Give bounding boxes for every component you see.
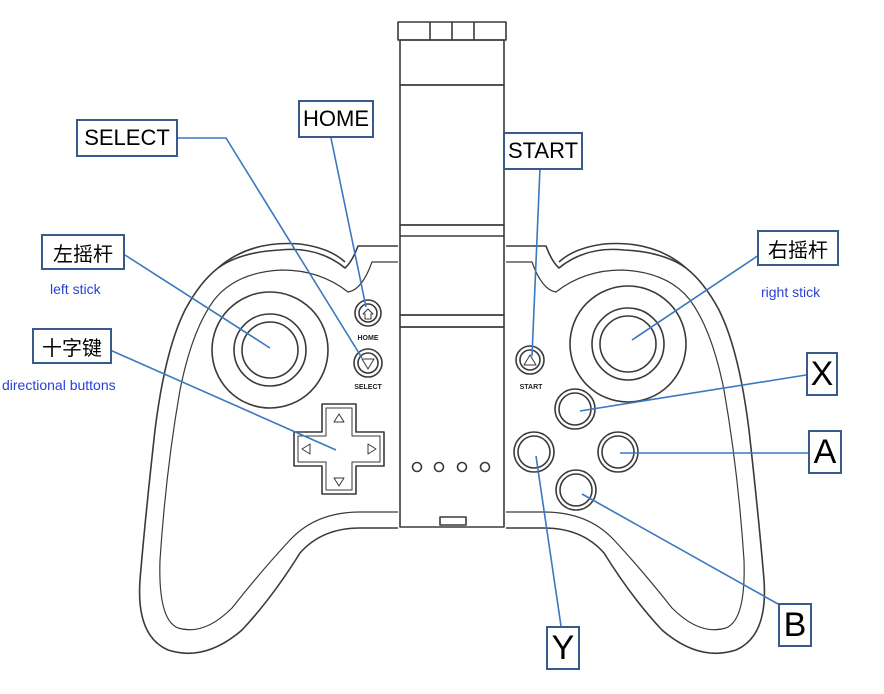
- label-y: Y: [546, 626, 580, 670]
- dpad-right-arrow-icon: [367, 443, 377, 455]
- controller-inner-outline: [159, 261, 745, 631]
- leader-right-stick: [631, 252, 763, 341]
- right-bumper[interactable]: [558, 242, 687, 269]
- label-right-stick: 右摇杆: [757, 230, 839, 266]
- home-icon: [362, 308, 374, 320]
- dpad[interactable]: [293, 403, 385, 495]
- triangle-down-icon: [361, 358, 375, 370]
- home-button[interactable]: [354, 299, 382, 327]
- leader-home: [330, 137, 367, 308]
- left-bumper[interactable]: [217, 242, 346, 269]
- left-stick[interactable]: [211, 291, 329, 409]
- leader-y: [535, 455, 562, 627]
- dpad-up-arrow-icon: [333, 413, 345, 423]
- b-button[interactable]: [555, 469, 597, 511]
- led-indicators: [411, 461, 491, 473]
- label-dpad-en: directional buttons: [2, 377, 116, 393]
- dpad-left-arrow-icon: [301, 443, 311, 455]
- label-home: HOME: [298, 100, 374, 138]
- select-button[interactable]: [353, 348, 383, 378]
- leader-start: [531, 167, 541, 357]
- controller-body: [138, 245, 766, 655]
- label-dpad: 十字键: [32, 328, 112, 364]
- label-right-stick-en: right stick: [761, 284, 821, 300]
- dpad-down-arrow-icon: [333, 477, 345, 487]
- label-left-stick: 左摇杆: [41, 234, 125, 270]
- phone-clamp: [397, 21, 507, 528]
- start-device-text: START: [520, 384, 544, 391]
- triangle-up-icon: [523, 354, 537, 366]
- right-stick[interactable]: [569, 285, 687, 403]
- leader-b: [581, 493, 779, 605]
- label-a: A: [808, 430, 842, 474]
- label-select: SELECT: [76, 119, 178, 157]
- a-button[interactable]: [597, 431, 639, 473]
- label-start: START: [503, 132, 583, 170]
- label-left-stick-en: left stick: [50, 281, 101, 297]
- leader-left-stick: [124, 254, 271, 349]
- y-button[interactable]: [513, 431, 555, 473]
- leader-x: [579, 374, 807, 412]
- start-button[interactable]: [515, 345, 545, 375]
- label-b: B: [778, 603, 812, 647]
- dpad-inner: [297, 407, 381, 491]
- select-device-text: SELECT: [354, 384, 382, 391]
- leader-dpad: [109, 349, 337, 451]
- label-x: X: [806, 352, 838, 396]
- leader-select: [178, 137, 363, 359]
- home-device-text: HOME: [358, 335, 379, 342]
